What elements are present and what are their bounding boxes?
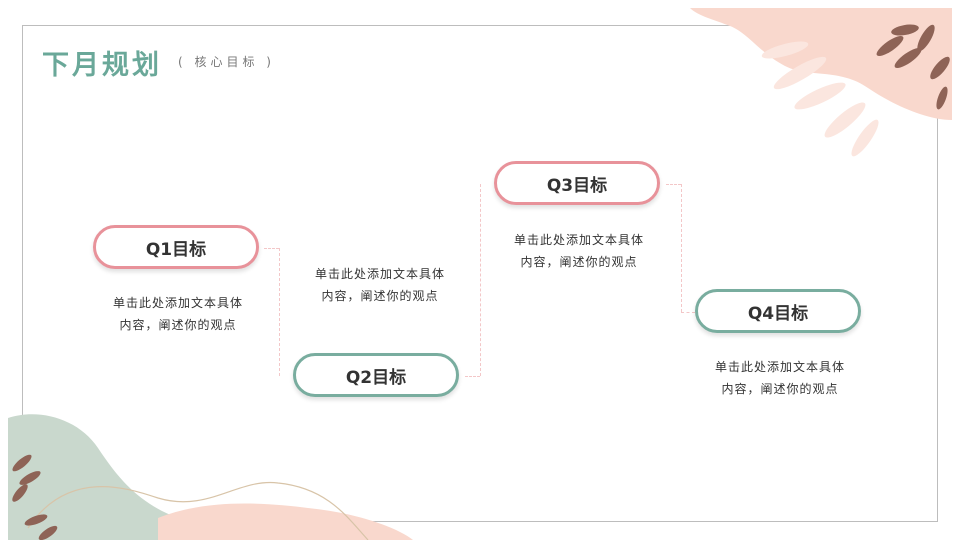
step-q2-description: 单击此处添加文本具体内容，阐述你的观点 (314, 267, 445, 303)
connector-q1-tail (264, 248, 279, 249)
top-right-floral-decoration (690, 8, 952, 157)
step-q2-pill[interactable]: Q2目标 (293, 353, 459, 397)
bottom-left-floral-decoration (8, 414, 413, 540)
slide-frame (22, 25, 938, 522)
step-q4-description: 单击此处添加文本具体内容，阐述你的观点 (714, 360, 845, 396)
connector-q3-tail (666, 184, 681, 185)
connector-q2-q3 (480, 184, 481, 376)
step-q1-description: 单击此处添加文本具体内容，阐述你的观点 (112, 296, 243, 332)
step-q3-description: 单击此处添加文本具体内容，阐述你的观点 (513, 233, 644, 269)
step-q4-pill[interactable]: Q4目标 (695, 289, 861, 333)
connector-q1-q2 (279, 248, 280, 376)
page-title: 下月规划 (42, 50, 162, 81)
step-q3-pill[interactable]: Q3目标 (494, 161, 660, 205)
step-q1-pill[interactable]: Q1目标 (93, 225, 259, 269)
page-subtitle: ( 核心目标 ) (178, 55, 275, 69)
connector-q3-q4 (681, 184, 682, 312)
connector-q4-head (681, 312, 695, 313)
connector-q2-tail (465, 376, 480, 377)
